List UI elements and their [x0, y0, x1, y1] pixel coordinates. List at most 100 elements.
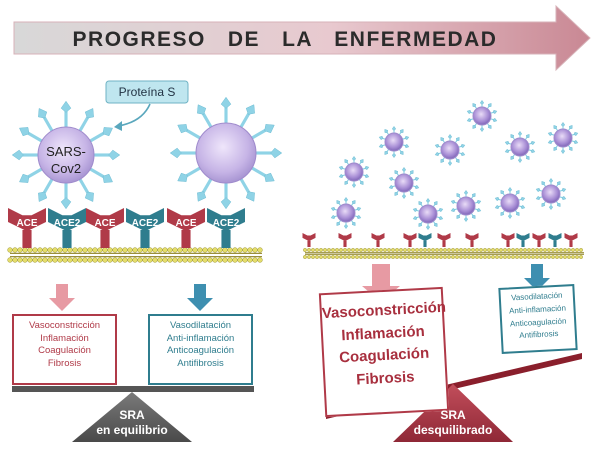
lipid-head: [391, 248, 395, 252]
lipid-head: [82, 247, 88, 253]
lipid-head: [92, 257, 98, 263]
spike-protein: [84, 108, 94, 119]
lipid-head: [339, 248, 343, 252]
spike-protein: [401, 166, 407, 172]
receptor-stem: [553, 240, 557, 247]
lipid-head: [331, 255, 335, 259]
spike-protein: [414, 184, 420, 190]
spike-protein: [530, 148, 536, 154]
lipid-head: [567, 248, 571, 252]
left-fulcrum: [72, 392, 192, 442]
lipid-head: [351, 248, 355, 252]
right-down-arrow-blue: [524, 264, 550, 291]
lipid-head: [539, 255, 543, 259]
lipid-head: [62, 247, 68, 253]
lipid-head: [257, 247, 263, 253]
lipid-head: [499, 248, 503, 252]
lipid-head: [467, 248, 471, 252]
spike-protein: [270, 147, 283, 159]
lipid-head: [137, 257, 143, 263]
lipid-head: [52, 257, 58, 263]
spike-protein: [388, 184, 394, 190]
lipid-head: [439, 248, 443, 252]
lipid-head: [555, 248, 559, 252]
spike-protein: [525, 156, 530, 161]
spike-stalk: [185, 128, 201, 140]
lipid-head: [157, 257, 163, 263]
spike-protein: [391, 153, 397, 159]
lipid-head: [467, 255, 471, 259]
spike-protein: [264, 172, 275, 182]
spike-protein: [351, 155, 357, 161]
lipid-head: [137, 247, 143, 253]
virus-particle: [466, 99, 498, 133]
receptor-stem: [343, 240, 347, 247]
virus-group-left: [11, 96, 283, 210]
virus-body: [394, 173, 414, 193]
spike-protein: [504, 140, 510, 146]
lipid-head: [147, 257, 153, 263]
lipid-head: [117, 257, 123, 263]
effect-anti-inflammation: Anti-inflamación: [166, 332, 235, 344]
spike-protein: [455, 159, 460, 164]
virus-body: [541, 184, 561, 204]
receptor-label: ACE2: [131, 218, 159, 229]
receptor-head: [532, 233, 546, 242]
lipid-head: [57, 257, 63, 263]
lipid-head: [237, 247, 243, 253]
ace2-receptor: [207, 208, 245, 248]
spike-protein: [197, 191, 207, 202]
lipid-head: [347, 248, 351, 252]
spike-protein: [418, 200, 423, 205]
receptor-head: [564, 233, 578, 242]
spike-protein: [460, 151, 466, 157]
lipid-head: [32, 247, 38, 253]
spike-protein: [378, 135, 384, 141]
virus-body: [418, 204, 438, 224]
spike-protein: [438, 215, 444, 221]
lipid-head: [371, 255, 375, 259]
spike-protein: [388, 176, 394, 182]
lipid-head: [483, 255, 487, 259]
spike-protein: [568, 124, 573, 129]
lipid-head: [207, 257, 213, 263]
spike-protein: [391, 125, 397, 131]
lipid-head: [217, 247, 223, 253]
lipid-head: [427, 248, 431, 252]
lipid-head: [347, 255, 351, 259]
lipid-head: [212, 247, 218, 253]
banner-title: PROGRESO DE LA ENFERMEDAD: [72, 28, 498, 51]
lipid-head: [359, 248, 363, 252]
spike-protein: [561, 187, 567, 193]
lipid-head: [67, 257, 73, 263]
spike-protein: [399, 128, 404, 133]
spike-stalk: [201, 112, 213, 128]
lipid-head: [323, 248, 327, 252]
spike-protein: [460, 143, 466, 149]
spike-protein: [338, 165, 344, 171]
receptor-stem: [140, 230, 150, 248]
receptor-label: ACE: [16, 218, 38, 229]
spike-protein: [336, 199, 341, 204]
lipid-head: [399, 255, 403, 259]
left-effects-box-red: Vasoconstricción Inflamación Coagulación…: [12, 314, 117, 385]
lipid-head: [523, 248, 527, 252]
receptor-stem: [221, 230, 231, 248]
ace-receptor-small: [564, 233, 578, 247]
lipid-head: [172, 257, 178, 263]
spike-protein: [336, 222, 341, 227]
receptor-stem: [22, 230, 32, 248]
virus-particle: [494, 186, 526, 220]
lipid-head: [415, 248, 419, 252]
lipid-head: [32, 257, 38, 263]
lipid-head: [575, 255, 579, 259]
lipid-head: [307, 248, 311, 252]
spike-stalk: [27, 131, 43, 143]
virus-label-line2: Cov2: [50, 161, 82, 176]
spike-protein: [401, 194, 407, 200]
lipid-head: [531, 248, 535, 252]
lipid-head: [327, 248, 331, 252]
lipid-head: [351, 255, 355, 259]
spike-protein: [60, 100, 72, 113]
spike-protein: [359, 158, 364, 163]
